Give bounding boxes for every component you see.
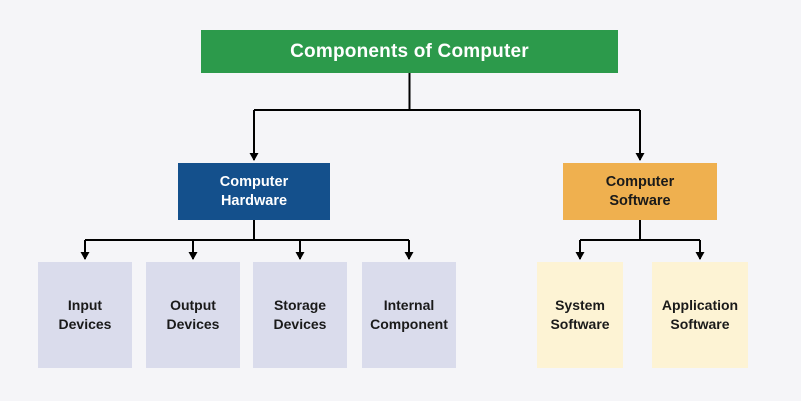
node-label: Computer Software <box>605 173 675 209</box>
node-label: Storage Devices <box>273 297 327 332</box>
node-label: System Software <box>550 297 610 332</box>
node-label: Input Devices <box>58 297 112 332</box>
node-storage-devices: Storage Devices <box>253 262 347 368</box>
node-label: Application Software <box>661 297 739 332</box>
node-computer-hardware: Computer Hardware <box>178 163 330 220</box>
node-label: Components of Computer <box>290 40 529 62</box>
node-label: Computer Hardware <box>219 173 289 209</box>
node-label: Internal Component <box>370 297 448 332</box>
node-label: Output Devices <box>166 297 220 332</box>
node-system-software: System Software <box>537 262 623 368</box>
node-input-devices: Input Devices <box>38 262 132 368</box>
node-components-of-computer: Components of Computer <box>201 30 618 73</box>
node-computer-software: Computer Software <box>563 163 717 220</box>
node-internal-component: Internal Component <box>362 262 456 368</box>
node-output-devices: Output Devices <box>146 262 240 368</box>
node-application-software: Application Software <box>652 262 748 368</box>
